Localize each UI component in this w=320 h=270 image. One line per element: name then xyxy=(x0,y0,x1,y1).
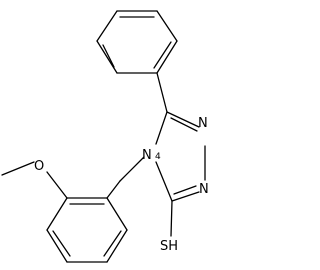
phenyl-triazole-bond xyxy=(156,72,168,113)
double-bond-inner xyxy=(52,230,71,257)
atom-label-ring-locant: 4 xyxy=(155,152,161,162)
bond xyxy=(106,229,128,263)
n-ch2-bond xyxy=(119,156,145,182)
double-bond-n2-c3 xyxy=(173,185,197,195)
atom-label-n-ring: N xyxy=(142,148,152,163)
bond xyxy=(96,40,118,74)
bond xyxy=(156,40,178,74)
bond xyxy=(46,229,68,263)
chemical-structure: N N N 4 O SH xyxy=(1,10,209,263)
double-bond-inner xyxy=(102,44,115,68)
bond xyxy=(106,197,128,231)
bond-c3-n4 xyxy=(155,161,173,202)
double-bond-c5-n1 xyxy=(170,117,198,132)
structure-canvas: N N N 4 O SH xyxy=(1,10,209,263)
bond xyxy=(46,197,68,231)
bond-c5-n1 xyxy=(166,111,200,128)
phenyl-ring xyxy=(96,10,178,74)
bond xyxy=(156,10,178,42)
bond-n2-c3 xyxy=(171,191,200,202)
c-o-bond xyxy=(46,171,68,199)
bond-n4-c5 xyxy=(155,111,168,145)
double-bond-inner xyxy=(103,230,122,257)
ch2-aryl-bond xyxy=(106,180,121,199)
triazole-ring xyxy=(155,111,206,202)
double-bond-inner xyxy=(153,41,172,69)
atom-label-thiol: SH xyxy=(160,239,178,254)
methoxyphenyl-ring xyxy=(46,197,128,263)
atom-label-n-top: N xyxy=(198,116,208,131)
bond xyxy=(96,10,118,42)
c-s-bond xyxy=(170,200,173,237)
o-ch3-bond xyxy=(1,161,35,176)
atom-label-n-right: N xyxy=(199,182,209,197)
atom-label-oxygen: O xyxy=(34,159,44,174)
